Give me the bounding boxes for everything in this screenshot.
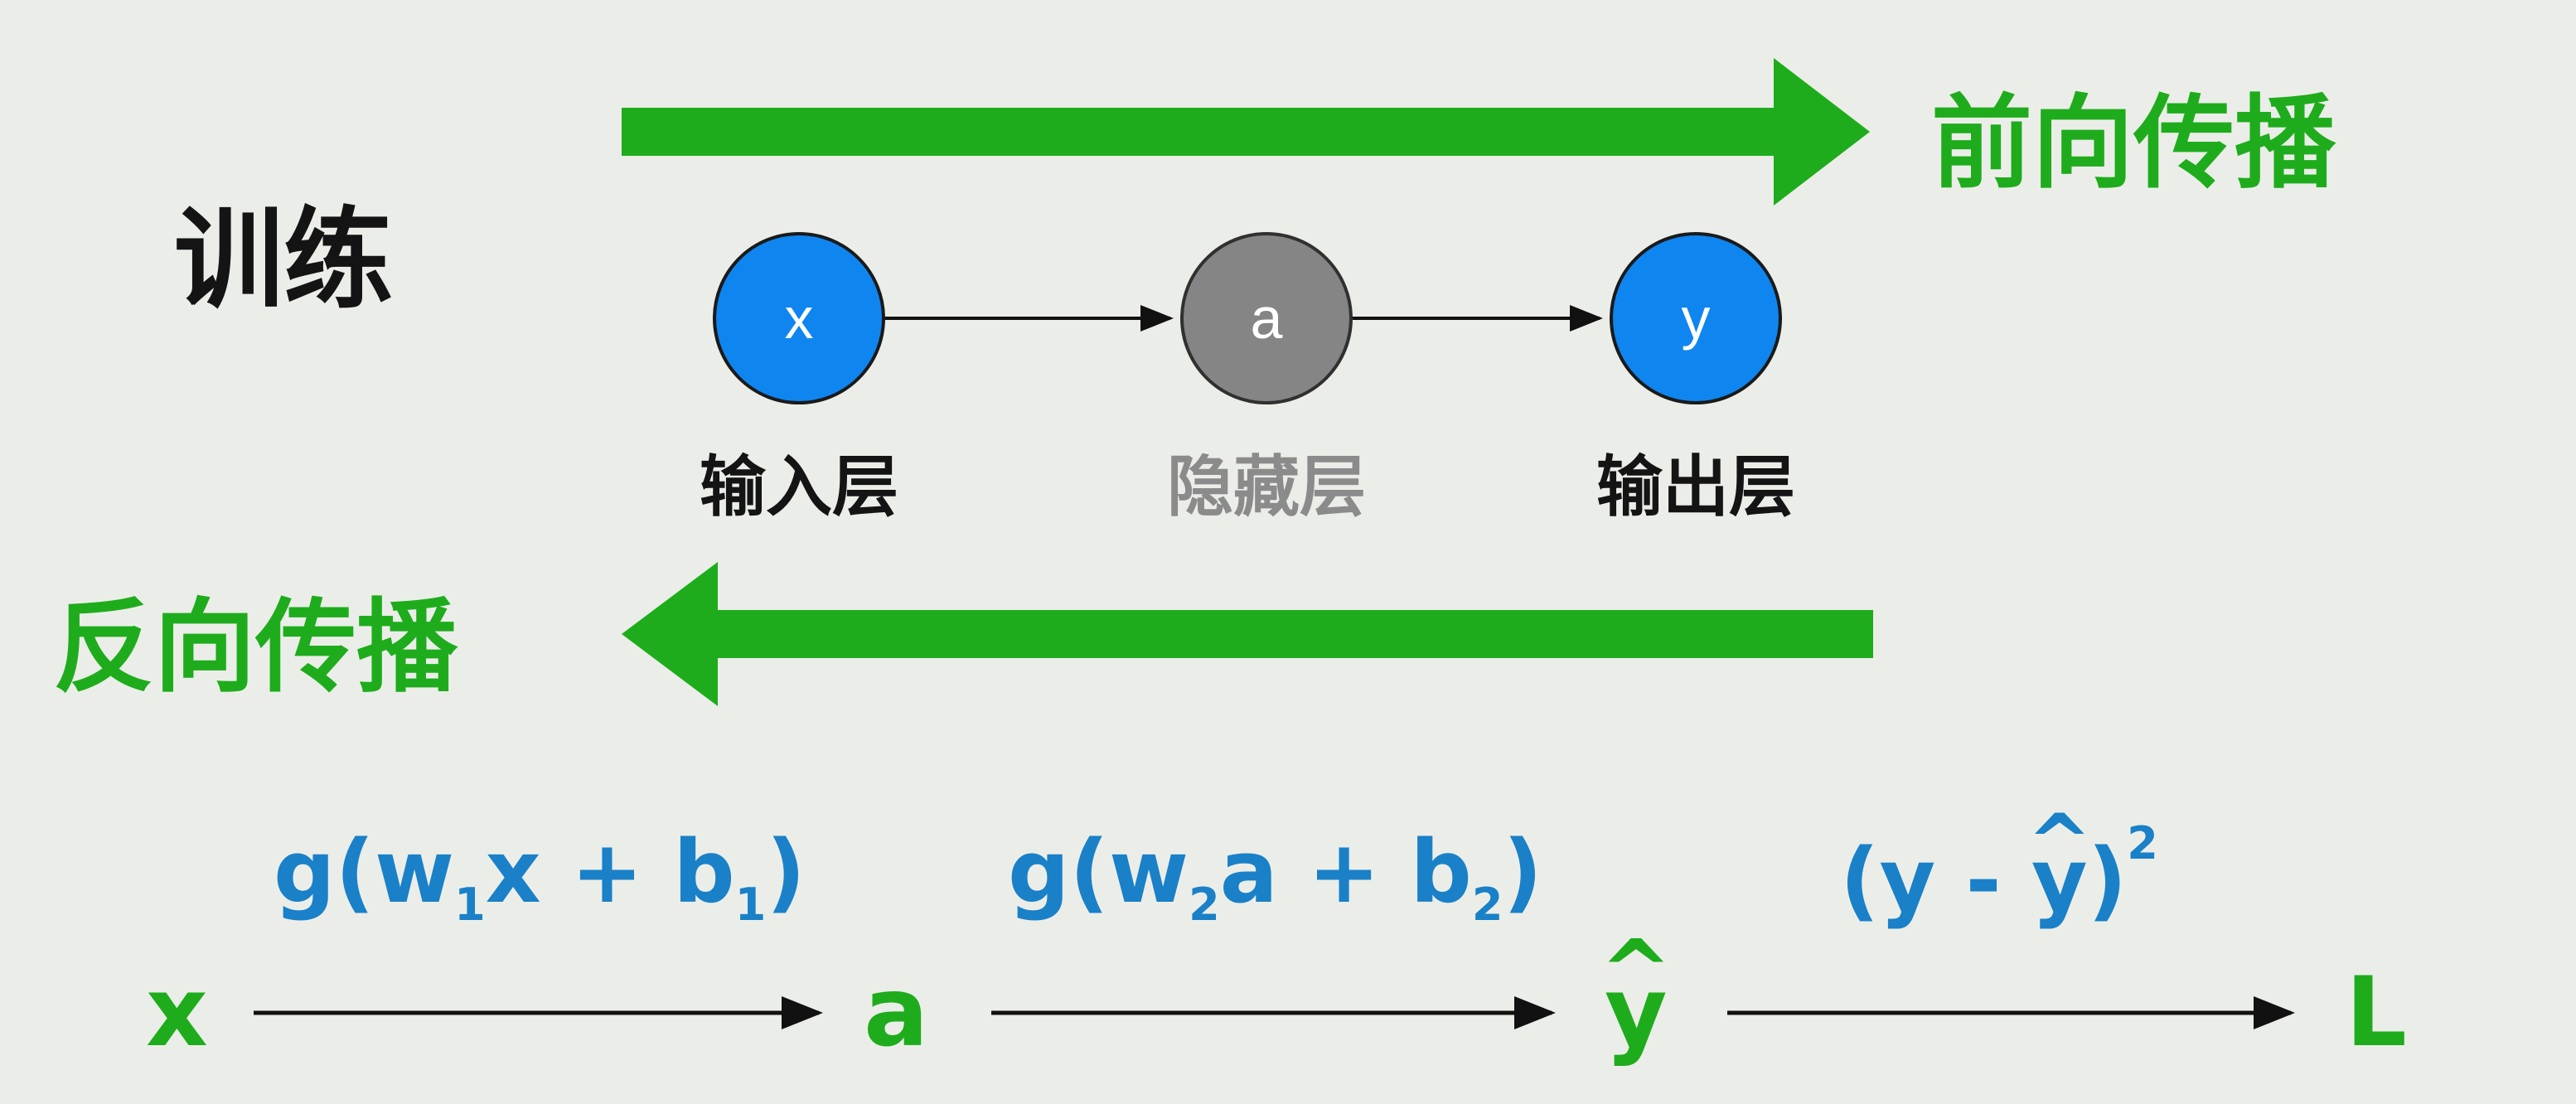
output-node: y xyxy=(1610,232,1782,404)
backward-propagation-label: 反向传播 xyxy=(53,588,458,706)
chain-y-hat: y xyxy=(1605,965,1668,1061)
output-node-symbol: y xyxy=(1681,286,1711,351)
input-node-symbol: x xyxy=(784,286,814,351)
chain-x: x xyxy=(146,956,208,1068)
title-training: 训练 xyxy=(174,196,393,324)
hidden-node-symbol: a xyxy=(1250,286,1283,351)
forward-arrow xyxy=(622,58,1870,206)
hidden-node: a xyxy=(1180,232,1353,404)
input-layer-label: 输入层 xyxy=(700,448,898,525)
forward-propagation-label: 前向传播 xyxy=(1931,85,2336,202)
output-layer-label: 输出层 xyxy=(1596,448,1795,525)
chain-loss: L xyxy=(2346,956,2407,1068)
equation-hidden: g(w1x + b1) xyxy=(274,821,806,931)
hidden-layer-label: 隐藏层 xyxy=(1167,448,1366,525)
equation-output: g(w2a + b2) xyxy=(1008,821,1542,931)
equation-loss: (y - y)2 xyxy=(1840,821,2158,924)
chain-a: a xyxy=(864,956,929,1068)
backward-arrow xyxy=(622,562,1873,706)
input-node: x xyxy=(713,232,885,404)
